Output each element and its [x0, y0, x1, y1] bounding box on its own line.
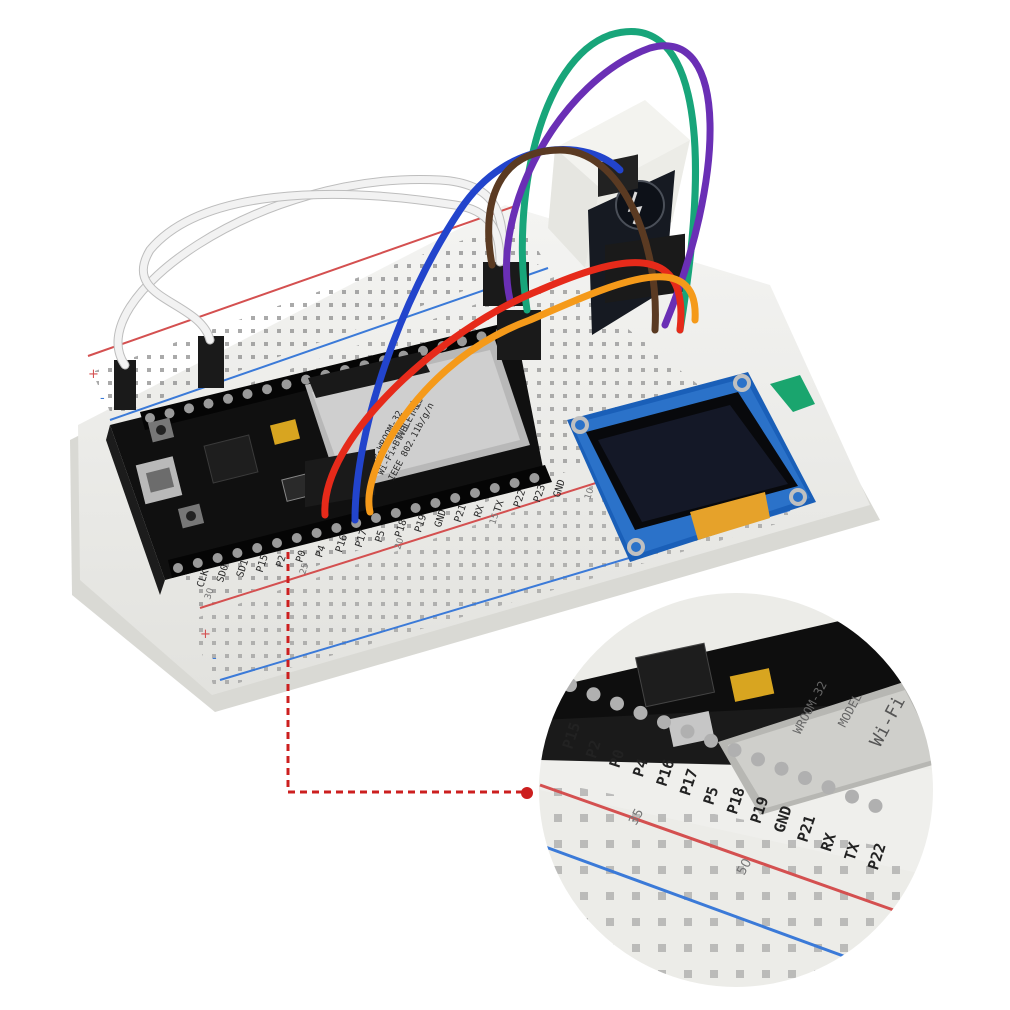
jumper-wires: [113, 28, 714, 524]
header-pin: [450, 493, 461, 503]
header-pin: [281, 379, 292, 390]
zoom-pin-label: P2: [582, 738, 605, 761]
header-pin: [212, 553, 223, 563]
pin-label: RX: [473, 504, 487, 519]
header-pin: [232, 548, 243, 558]
column-number: 15: [488, 512, 501, 526]
callout-dot: [521, 787, 533, 799]
pin-label: GND: [552, 478, 568, 499]
pin-label: SD1: [235, 558, 251, 579]
header-pin: [470, 488, 480, 498]
column-number: 20: [393, 537, 406, 551]
rail-mark-minus-bottom: -: [212, 651, 217, 666]
wire-brown: [485, 146, 659, 334]
pin-label: P16: [334, 533, 350, 554]
callout-line: [286, 552, 527, 794]
zoom-pin-label: TX: [841, 840, 864, 863]
pin-label: P0: [294, 549, 308, 564]
rail-mark-plus: +: [88, 367, 99, 382]
zoom-header-pin: [774, 761, 789, 776]
header-pin: [203, 398, 214, 409]
rail-mark-plus-bottom: +: [200, 627, 211, 642]
zoom-header-pin: [680, 724, 695, 739]
pin-label: CLK: [195, 568, 211, 589]
column-number: 10: [583, 487, 596, 501]
header-pin: [331, 523, 342, 533]
zoom-circle-border: [533, 587, 939, 993]
header-pin: [371, 513, 381, 523]
pin-label: P4: [314, 544, 328, 559]
header-pin: [223, 393, 233, 404]
zoom-magnifier: [536, 590, 936, 990]
tantalum-capacitor: [269, 419, 301, 445]
pin-label: P22: [512, 488, 528, 509]
ribbon-cable: [690, 492, 770, 540]
wire-white-2: [139, 190, 504, 344]
header-pin: [457, 336, 467, 347]
wire-green: [518, 28, 699, 334]
zoom-header-pin: [586, 687, 601, 702]
zoom-pin-label: RX: [817, 831, 840, 854]
zoom-pin-label: P4: [629, 756, 652, 779]
column-number: 25: [298, 562, 311, 576]
pin-label: P15: [255, 553, 271, 574]
zoom-header-pin: [657, 715, 671, 730]
header-pin: [272, 538, 282, 548]
zoom-header-pin: [610, 696, 624, 711]
header-pin: [509, 478, 520, 488]
zoom-header-pin: [633, 705, 648, 720]
header-pin: [145, 413, 155, 423]
header-pin: [390, 508, 401, 518]
rail-mark-minus: -: [100, 391, 105, 406]
header-pin: [410, 503, 421, 513]
pin-label: GND: [433, 508, 449, 529]
pin-label: P19: [413, 513, 429, 534]
pin-label: P21: [453, 503, 469, 524]
pin-label: P23: [532, 483, 548, 504]
wire-orange: [365, 273, 699, 516]
pin-label: P18: [393, 518, 409, 539]
zoom-pin-label: P5: [700, 784, 723, 807]
header-pin: [242, 389, 253, 399]
protective-film-tab: [770, 375, 815, 412]
zoom-pin-label: P0: [606, 747, 629, 770]
pin-label: P17: [354, 528, 370, 549]
wire-red: [321, 259, 685, 519]
zoom-header-pin: [798, 771, 812, 785]
header-pin: [164, 408, 175, 419]
zoom-header-pin: [868, 798, 883, 813]
header-pin: [291, 533, 302, 543]
zoom-header-pin: [727, 743, 742, 758]
pin-label: P5: [374, 529, 388, 544]
pin-label: P2: [275, 554, 289, 569]
wire-purple: [503, 42, 714, 329]
header-pin: [262, 384, 272, 395]
header-pin: [184, 403, 194, 414]
column-number: 30: [203, 587, 216, 601]
header-pin: [301, 374, 311, 385]
oled-display: [567, 372, 816, 562]
zoom-number-50: 50: [734, 856, 755, 878]
header-pin: [430, 498, 441, 508]
header-pin: [173, 563, 183, 573]
wire-white: [114, 175, 509, 369]
pin-label: SD0: [215, 563, 231, 584]
header-pin: [529, 473, 540, 483]
header-pin: [192, 558, 203, 568]
header-pin: [252, 543, 263, 553]
usb-uart-chip: [203, 434, 259, 484]
header-pin: [311, 528, 322, 538]
zoom-header-pin: [751, 752, 765, 767]
zoom-header-pin: [821, 780, 836, 795]
header-pin: [489, 483, 500, 493]
pin-label: TX: [492, 499, 506, 514]
zoom-number-35: 35: [626, 806, 647, 828]
zoom-header-pin: [845, 789, 859, 804]
zoom-header-pin: [704, 733, 718, 748]
